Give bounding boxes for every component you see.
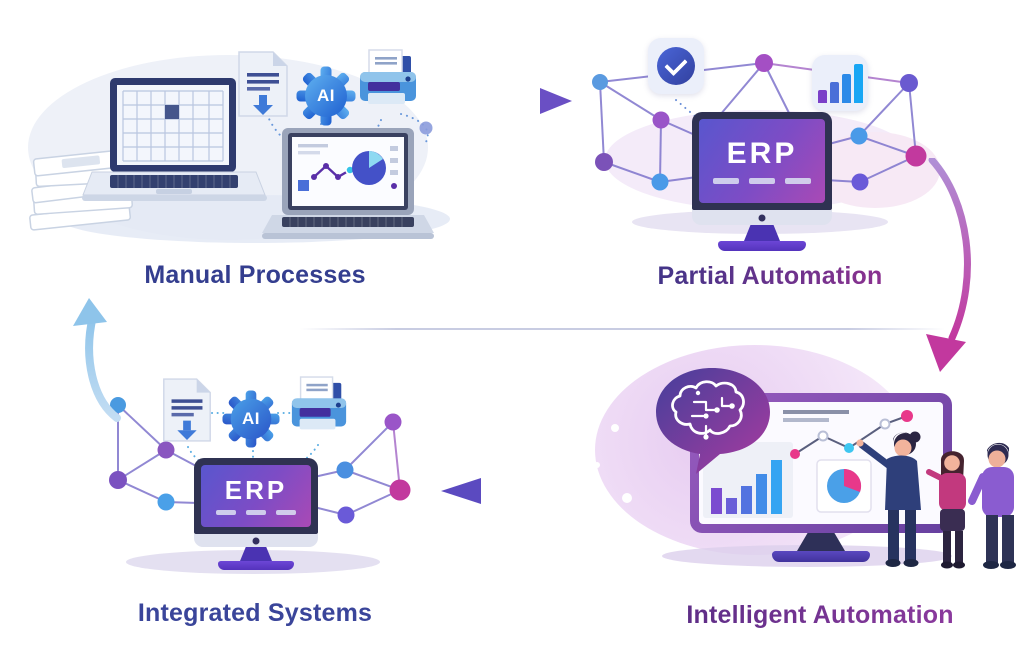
stage-label-manual-processes: Manual Processes — [144, 261, 366, 289]
document-download-icon-integrated — [163, 378, 211, 442]
arrow-integrated-to-manual — [73, 298, 121, 422]
minibars — [817, 63, 863, 103]
checkmark-icon — [664, 52, 688, 76]
dashboard-content — [703, 410, 913, 518]
laptop-spreadsheet-icon — [82, 78, 267, 201]
network-nodes-integrated — [109, 397, 411, 524]
person-middle — [926, 451, 966, 569]
blob-sparkles — [584, 392, 632, 503]
document-download-icon — [238, 51, 288, 117]
stage-label-partial-automation: Partial Automation — [645, 262, 895, 291]
bar-chart-badge-icon — [812, 55, 868, 111]
person-pointing — [856, 431, 921, 567]
camera-dot — [758, 214, 766, 221]
people-group — [856, 431, 1016, 569]
stage-label-intelligent-automation: Intelligent Automation — [675, 601, 965, 630]
printer-icon-integrated — [291, 376, 347, 430]
ai-label: AI — [317, 86, 335, 105]
arrow-intelligent-to-integrated — [441, 478, 613, 504]
person-right — [968, 442, 1016, 569]
stage-label-integrated-systems: Integrated Systems — [137, 599, 373, 627]
divider-line — [300, 328, 945, 330]
erp-monitor-integrated: ERP — [194, 458, 318, 570]
arrow-manual-to-partial — [448, 88, 572, 114]
laptop-dashboard-icon — [262, 128, 434, 239]
erp-label: ERP — [726, 136, 798, 170]
check-badge-icon — [648, 38, 704, 94]
ai-label: AI — [242, 409, 260, 428]
ai-gear-icon: AI — [296, 66, 356, 126]
ai-gear-icon-integrated: AI — [222, 390, 280, 448]
erp-label: ERP — [224, 475, 288, 505]
arrow-partial-to-intelligent — [926, 158, 971, 372]
printer-icon — [360, 49, 416, 104]
camera-dot — [252, 537, 260, 544]
brain-circuit-bubble-icon — [656, 368, 770, 474]
erp-monitor-partial: ERP — [692, 112, 832, 251]
check-circle — [657, 47, 695, 85]
